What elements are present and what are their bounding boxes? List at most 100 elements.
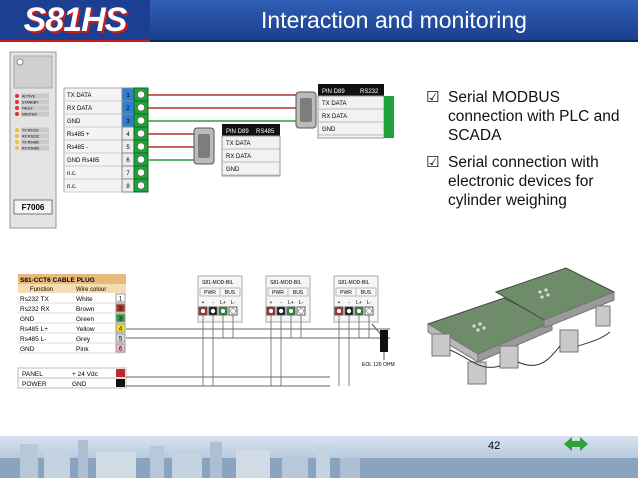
power-function: POWER <box>22 381 47 388</box>
led-label: STANDBY <box>22 101 39 105</box>
led-label: ACTIVE <box>22 95 36 99</box>
mod-bil-title: S81-MOD-BIL <box>202 280 234 286</box>
mod-bil-pin: + <box>270 300 273 306</box>
nav-arrows[interactable] <box>562 436 590 452</box>
wire-colour-swatch <box>115 333 126 343</box>
wire-colour-swatch <box>115 303 126 313</box>
col-colour: Wire colour <box>76 287 106 293</box>
connector-pin-label: TX DATA <box>322 101 346 107</box>
status-led-icon <box>15 94 19 98</box>
power-value: GND <box>72 381 87 388</box>
wire-colour-swatch <box>115 323 126 333</box>
mod-bil-pin: L- <box>367 300 372 306</box>
module-name: F7006 <box>22 203 45 212</box>
bullet-item: ☑ Serial connection with electronic devi… <box>426 153 626 210</box>
page-title: Interaction and monitoring <box>150 0 638 42</box>
status-led-icon <box>15 106 19 110</box>
eol-resistor: EOL 120 OHM <box>362 323 395 368</box>
terminal-label: GND <box>67 119 81 125</box>
rs232-header: PIN D89 <box>322 89 345 95</box>
terminal-number: 3 <box>126 119 130 125</box>
plug-colour: White <box>76 296 93 303</box>
bullet-text: Serial MODBUS connection with PLC and SC… <box>448 89 620 144</box>
plug-pin-number: 2 <box>119 307 123 313</box>
terminal-label: GND Rs485 <box>67 158 100 164</box>
bullet-list: ☑ Serial MODBUS connection with PLC and … <box>426 88 626 218</box>
terminal-label: Rs485 + <box>67 132 90 138</box>
terminal-number: 2 <box>126 106 130 112</box>
bullet-item: ☑ Serial MODBUS connection with PLC and … <box>426 88 626 145</box>
led-label: RX RS485 <box>22 147 39 151</box>
mod-bil-pin: L- <box>231 300 236 306</box>
plug-colour: Green <box>76 316 94 323</box>
status-led-icon <box>15 134 19 138</box>
connector-pin-label: GND <box>226 167 240 173</box>
cable-plug-diagram: S81-CCT6 CABLE PLUG Function Wire colour… <box>17 274 395 389</box>
rs485-header-type: RS485 <box>256 129 275 135</box>
plug-function: Rs232 TX <box>20 296 49 303</box>
terminal-number: 8 <box>126 184 130 190</box>
rs232-wires <box>148 94 298 161</box>
status-led-icon <box>15 140 19 144</box>
terminal-number: 7 <box>126 171 130 177</box>
mod-bil-group: BUS <box>225 290 236 296</box>
led-label: TX RS232 <box>22 129 39 133</box>
terminal-label: n.c. <box>67 184 77 190</box>
mod-bil-pin: L- <box>299 300 304 306</box>
skyline-illustration <box>0 440 638 478</box>
mod-bil-group: BUS <box>293 290 304 296</box>
wire-colour-swatch <box>115 293 126 303</box>
plug-function: GND <box>20 346 35 353</box>
header: S81HS Interaction and monitoring <box>0 0 638 42</box>
mod-bil-pin: - <box>212 300 214 306</box>
wire-colour-swatch <box>115 313 126 323</box>
plug-colour: Yellow <box>76 326 95 333</box>
connector-pin-label: RX DATA <box>322 114 347 120</box>
mod-bil-group: PWR <box>272 290 284 296</box>
mod-bil-pin: L+ <box>288 300 294 306</box>
led-label: MASTER <box>22 113 37 117</box>
status-led-icon <box>15 112 19 116</box>
prev-arrow-icon[interactable] <box>564 437 572 451</box>
page-number: 42 <box>488 440 501 452</box>
terminal-label: TX DATA <box>67 93 91 99</box>
status-led-icon <box>15 146 19 150</box>
cable-plug-title: S81-CCT6 CABLE PLUG <box>20 277 95 284</box>
terminal-number: 1 <box>126 93 130 99</box>
mod-bil-pin: + <box>202 300 205 306</box>
cable-plug-table: S81-CCT6 CABLE PLUG Function Wire colour… <box>17 274 127 389</box>
status-led-icon <box>15 100 19 104</box>
power-function: PANEL <box>22 371 43 378</box>
footer-skyline <box>0 436 638 478</box>
terminal-label: RX DATA <box>67 106 92 112</box>
terminal-number: 5 <box>126 145 130 151</box>
mod-bil-pin: L+ <box>356 300 362 306</box>
eol-label: EOL 120 OHM <box>362 362 395 368</box>
led-label: RX RS232 <box>22 135 39 139</box>
mod-bil-group: BUS <box>361 290 372 296</box>
load-cell-platform-image <box>426 267 616 385</box>
plug-pin-number: 6 <box>119 347 123 353</box>
plug-colour: Brown <box>76 306 95 313</box>
bus-wires <box>126 328 390 387</box>
plug-pin-number: 3 <box>119 317 123 323</box>
terminal-number: 4 <box>126 132 130 138</box>
connector-pin-label: RX DATA <box>226 154 251 160</box>
plug-function: Rs232 RX <box>20 306 50 313</box>
checkbox-icon: ☑ <box>426 153 440 171</box>
plug-colour: Grey <box>76 336 91 343</box>
mod-bil-pin: L+ <box>220 300 226 306</box>
next-arrow-icon[interactable] <box>580 437 588 451</box>
plug-colour: Pink <box>76 346 89 353</box>
mod-bil-pin: - <box>348 300 350 306</box>
bullet-text: Serial connection with electronic device… <box>448 154 599 209</box>
mod-bil-title: S81-MOD-BIL <box>270 280 302 286</box>
mod-bil-pin: + <box>338 300 341 306</box>
mod-bil-title: S81-MOD-BIL <box>338 280 370 286</box>
